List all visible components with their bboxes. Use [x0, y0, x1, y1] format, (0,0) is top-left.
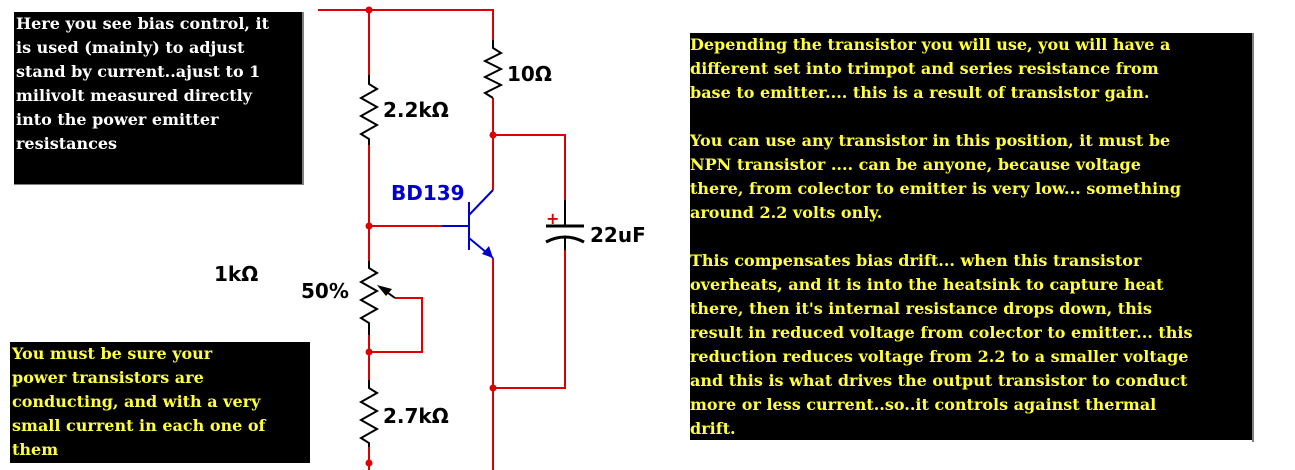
wire-capacitor-bottom [493, 250, 566, 389]
r-bottom-label: 2.7kΩ [383, 404, 449, 428]
top-rail-wire [318, 9, 494, 40]
emitter-arrow-icon [482, 246, 493, 258]
r-top-label: 2.2kΩ [383, 98, 449, 122]
bias-drift-compensation-note: Depending the transistor you will use, y… [690, 33, 1252, 440]
wires [318, 9, 566, 470]
pot-setting-label: 50% [301, 279, 349, 303]
capacitor-polarity-label: + [546, 209, 559, 228]
note-shadow [1252, 33, 1254, 442]
transistor-label: BD139 [391, 181, 465, 205]
wire-to-capacitor-top [493, 134, 566, 200]
bias-control-note: Here you see bias control, it is used (m… [14, 12, 302, 184]
resistor-r-collector [482, 40, 504, 99]
capacitor-22uf [545, 200, 585, 250]
pot-value-label: 1kΩ [214, 262, 258, 286]
npn-transistor-bd139 [442, 189, 494, 259]
resistor-r-bottom [358, 380, 380, 447]
wire-pot-wiper-loop [369, 297, 423, 353]
note-shadow [302, 12, 304, 185]
wire-junctions [365, 6, 497, 467]
potentiometer-resistor [358, 261, 380, 335]
capacitor-label: 22uF [590, 223, 646, 247]
note-shadow [14, 183, 304, 185]
r-collector-label: 10Ω [507, 62, 552, 86]
resistor-r-top [358, 75, 380, 145]
power-transistors-note: You must be sure your power transistors … [10, 342, 310, 463]
potentiometer-wiper-arrow [377, 285, 396, 299]
